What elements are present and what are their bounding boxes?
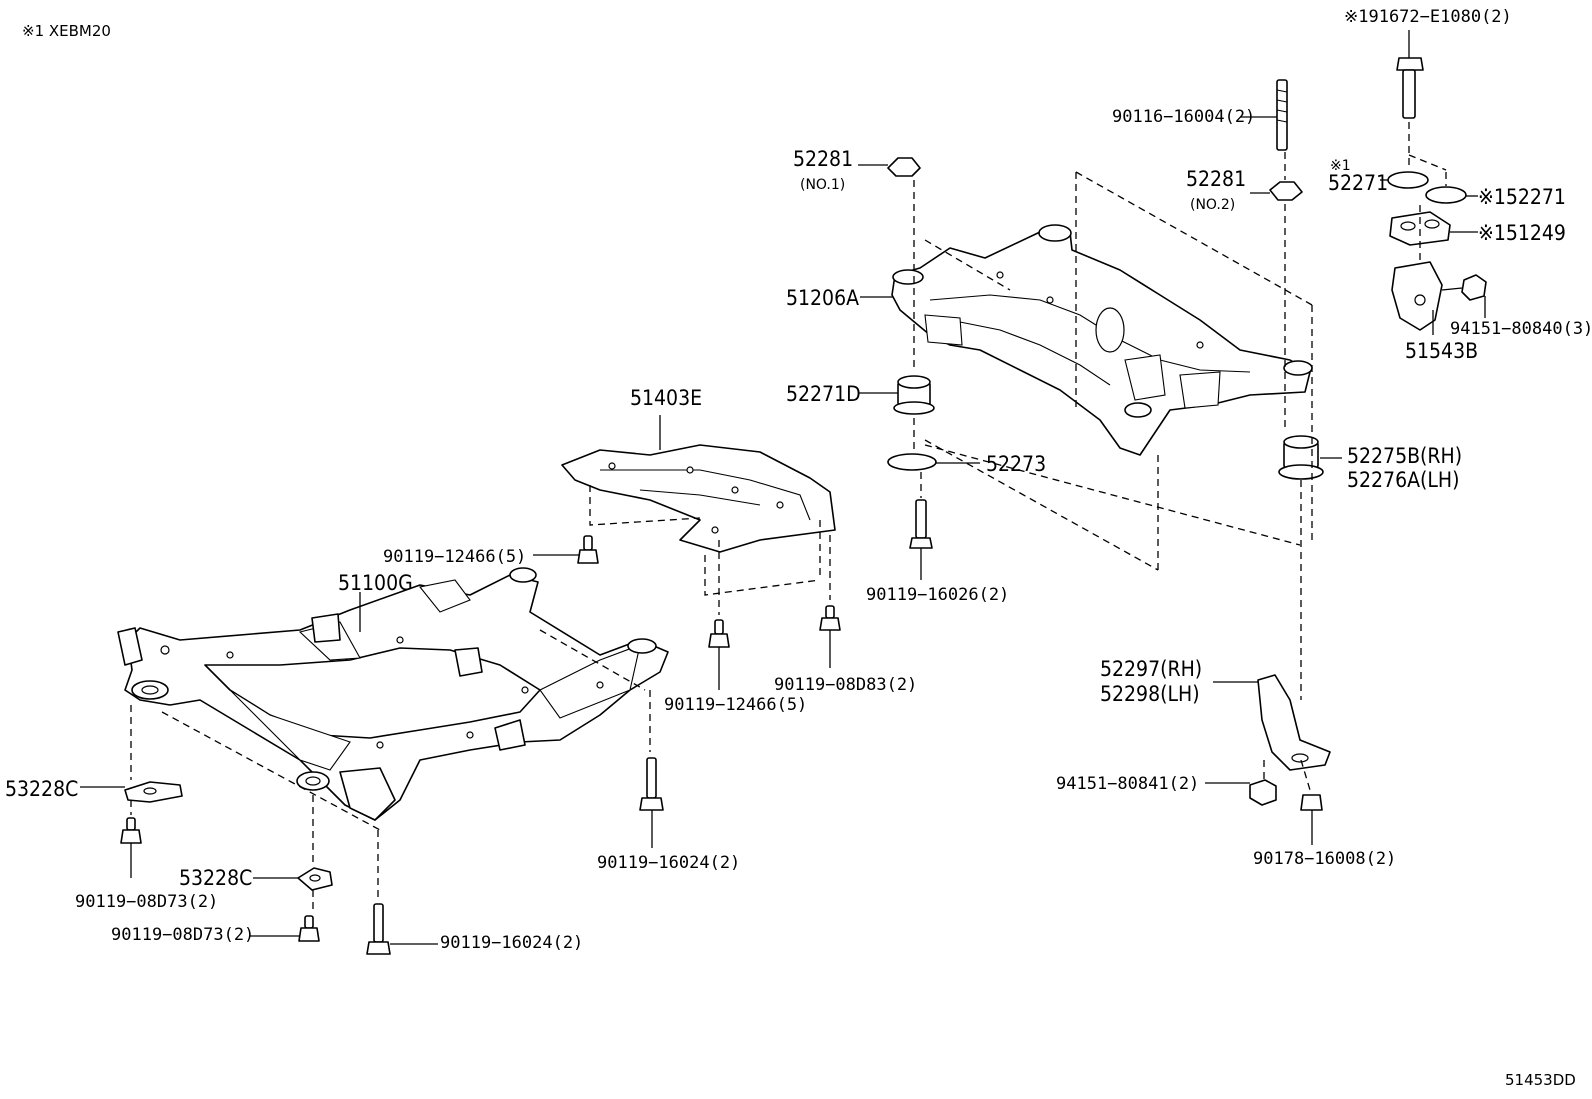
crossmember-brace <box>561 444 836 553</box>
bolt-90119-08D73-b <box>298 915 320 942</box>
label-53228C-a: 53228C <box>5 777 78 801</box>
label-51206A: 51206A <box>786 286 859 310</box>
label-90119-16024-b: 90119−16024(2) <box>440 933 583 953</box>
bolt-90119-16024-b <box>366 903 391 955</box>
stopper-52281-no2 <box>1269 181 1303 201</box>
label-52297: 52297(RH) <box>1100 657 1202 681</box>
plate-53228C-b <box>297 867 333 891</box>
label-52281-no1-sub: (NO.1) <box>800 177 845 193</box>
bolt-90119-08D73-a <box>120 817 142 844</box>
label-90119-12466-a: 90119−12466(5) <box>383 547 526 567</box>
label-90119-08D73-b: 90119−08D73(2) <box>111 925 254 945</box>
bracket-51543B <box>1391 261 1443 331</box>
label-52273: 52273 <box>986 452 1046 476</box>
washer-52271 <box>1387 171 1429 189</box>
label-90178-16008: 90178−16008(2) <box>1253 849 1396 869</box>
bolt-90178-16008 <box>1300 794 1323 811</box>
bolt-90119-16024-a <box>639 757 664 811</box>
label-94151-80841: 94151−80841(2) <box>1056 774 1199 794</box>
front-crossmember <box>117 567 669 821</box>
label-52281-no2-sub: (NO.2) <box>1190 197 1235 213</box>
label-90119-08D83: 90119−08D83(2) <box>774 675 917 695</box>
label-53228C-b: 53228C <box>179 866 252 890</box>
label-191672: ※191672−E1080(2) <box>1344 7 1512 27</box>
label-90119-12466-b: 90119−12466(5) <box>664 695 807 715</box>
washer-52273 <box>887 453 937 471</box>
header-note: ※1 XEBM20 <box>22 22 111 40</box>
label-90119-16026: 90119−16026(2) <box>866 585 1009 605</box>
label-152271: ※152271 <box>1478 185 1566 209</box>
rear-crossmember <box>891 224 1313 456</box>
bolt-90119-16026 <box>909 499 933 549</box>
cushion-151249 <box>1389 211 1451 246</box>
label-90119-16024-a: 90119−16024(2) <box>597 853 740 873</box>
bolt-90119-12466-a <box>577 535 599 564</box>
label-90116-16004: 90116−16004(2) <box>1112 107 1255 127</box>
label-52298: 52298(LH) <box>1100 682 1200 706</box>
label-52271: 52271 <box>1328 171 1388 195</box>
label-151249: ※151249 <box>1478 221 1566 245</box>
label-51403E: 51403E <box>630 386 702 410</box>
label-51100G: 51100G <box>338 571 413 595</box>
arm-52297 <box>1257 674 1331 771</box>
bushing-52275B <box>1278 435 1324 480</box>
stopper-52281-no1 <box>887 157 921 177</box>
label-52281-no2: 52281 <box>1186 167 1246 191</box>
bolt-90119-08D83 <box>819 605 841 631</box>
label-52271D: 52271D <box>786 382 861 406</box>
label-90119-08D73-a: 90119−08D73(2) <box>75 892 218 912</box>
part-labels: ※191672−E1080(2) 90116−16004(2) 52281 (N… <box>5 7 1592 953</box>
bolt-90119-12466-b <box>708 619 730 648</box>
label-52281-no1: 52281 <box>793 147 853 171</box>
diagram-code: 51453DD <box>1505 1071 1576 1089</box>
plate-53228C-a <box>124 781 183 803</box>
label-51543B: 51543B <box>1405 339 1478 363</box>
nut-94151-80840 <box>1461 274 1487 301</box>
label-52271-note: ※1 <box>1330 158 1351 174</box>
assembly-lines <box>130 122 1447 912</box>
washer-152271 <box>1425 186 1467 204</box>
stud-bolt-90116 <box>1276 79 1288 151</box>
label-94151-80840: 94151−80840(3) <box>1450 319 1592 339</box>
bushing-52271D <box>893 375 935 415</box>
bolt-191672 <box>1396 57 1424 119</box>
leader-lines <box>80 30 1486 945</box>
nut-94151-80841 <box>1249 779 1277 806</box>
label-52276A: 52276A(LH) <box>1347 468 1460 492</box>
label-52275B: 52275B(RH) <box>1347 444 1462 468</box>
